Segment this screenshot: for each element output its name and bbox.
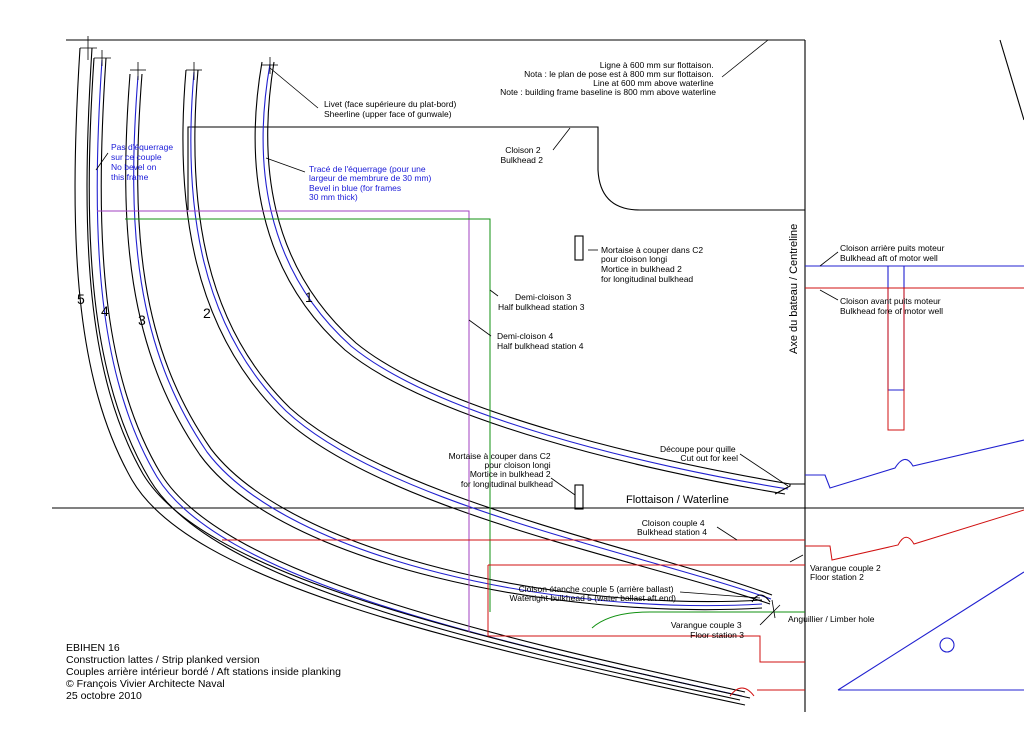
label-cloison-avant: Cloison avant puits moteur Bulkhead fore… [840, 296, 943, 316]
label-pas-equerrage: Pas d'équerrage sur ce couple No bevel o… [111, 142, 176, 182]
motor-well-aft-bulkhead [805, 265, 1024, 391]
frame-5-outer [74, 47, 746, 706]
frame-number-5: 5 [77, 291, 85, 307]
frame-1-inner [267, 61, 791, 485]
transom-outline [999, 39, 1024, 121]
frame-2-inner [194, 69, 773, 596]
floor-station-3 [591, 611, 805, 629]
bolt-hole-circle [939, 637, 955, 653]
mortice-slot-top [574, 235, 584, 261]
label-cloison-couple-4: Cloison couple 4 Bulkhead station 4 [637, 518, 707, 537]
bulkhead-5-bottom [729, 687, 805, 697]
label-anguillier: Anguillier / Limber hole [788, 614, 875, 624]
label-varangue-2: Varangue couple 2 Floor station 2 [810, 563, 883, 582]
frame-number-2: 2 [203, 305, 211, 321]
limber-hole [751, 594, 771, 603]
motor-well-fore-bulkhead [805, 287, 1024, 431]
mortice-slot-bottom [574, 484, 584, 510]
label-mortaise-bottom: Mortaise à couper dans C2 pour cloison l… [449, 451, 554, 489]
frame-top-marks [80, 36, 278, 80]
label-centreline: Axe du bateau / Centreline [788, 224, 800, 354]
frame-1-outer [254, 61, 786, 495]
label-trace-equerrage: Tracé de l'équerrage (pour une largeur d… [309, 164, 434, 202]
label-mortaise-top: Mortaise à couper dans C2 pour cloison l… [601, 245, 705, 284]
half-bulkhead-4 [97, 210, 470, 632]
half-bulkhead-3 [125, 218, 491, 612]
label-decoupe: Découpe pour quille Cut out for keel [660, 444, 738, 463]
hull-section-right-lower [837, 571, 1024, 691]
frame-3-outer [125, 73, 763, 611]
frame-3-inner [137, 73, 763, 603]
title-block: EBIHEN 16 Construction lattes / Strip pl… [66, 642, 344, 702]
label-cloison-2: Cloison 2 Bulkhead 2 [500, 145, 543, 165]
label-demi-cloison-3: Demi-cloison 3 Half bulkhead station 3 [498, 292, 585, 312]
watertight-bulkhead-5 [487, 564, 805, 663]
leader-lines [95, 39, 839, 626]
frame-1-bevel [262, 63, 789, 490]
frame-2-bevel [190, 71, 772, 600]
frame-number-1: 1 [305, 289, 313, 305]
label-cloison-arriere: Cloison arrière puits moteur Bulkhead af… [840, 243, 947, 263]
hull-section-right-blue [805, 439, 1024, 489]
label-livet: Livet (face supérieure du plat-bord) She… [324, 99, 459, 119]
hull-section-right-red [805, 509, 1024, 561]
label-cloison-etanche-5: Cloison étanche couple 5 (arrière ballas… [510, 584, 677, 603]
label-demi-cloison-4: Demi-cloison 4 Half bulkhead station 4 [497, 331, 584, 351]
frame-3-bevel [133, 75, 763, 607]
label-varangue-3: Varangue couple 3 Floor station 3 [671, 620, 744, 640]
frame-number-3: 3 [138, 312, 146, 328]
label-ligne-600: Ligne à 600 mm sur flottaison. Nota : le… [500, 60, 716, 97]
label-flottaison: Flottaison / Waterline [626, 494, 729, 506]
keel-cutout [774, 483, 805, 495]
frame-number-4: 4 [101, 303, 109, 319]
frame-4-outer [88, 57, 741, 701]
bulkhead-2-outline [187, 126, 805, 211]
frame-2-outer [182, 69, 771, 605]
frame-4-inner [100, 57, 746, 693]
frame-5-inner [86, 47, 751, 699]
